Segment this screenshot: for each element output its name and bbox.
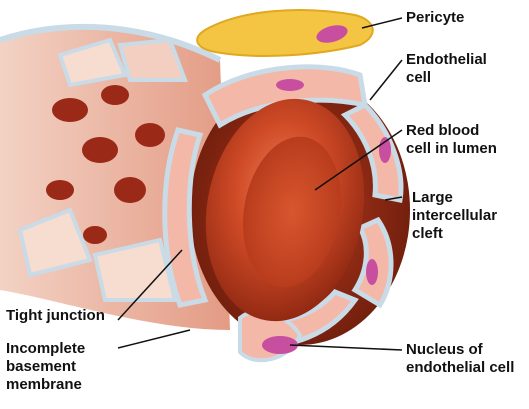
pericyte	[197, 10, 373, 56]
label-pericyte: Pericyte	[406, 9, 464, 27]
label-nucleus: Nucleus of endothelial cell	[406, 341, 514, 377]
label-red-blood-cell: Red blood cell in lumen	[406, 122, 497, 158]
label-basement-membrane: Incomplete basement membrane	[6, 340, 85, 394]
label-cleft: Large intercellular cleft	[412, 189, 497, 243]
leader-endothelial	[370, 60, 402, 100]
leader-basement	[118, 330, 190, 348]
label-endothelial-cell: Endothelial cell	[406, 51, 487, 87]
leader-nucleus	[290, 345, 402, 350]
label-tight-junction: Tight junction	[6, 307, 105, 325]
